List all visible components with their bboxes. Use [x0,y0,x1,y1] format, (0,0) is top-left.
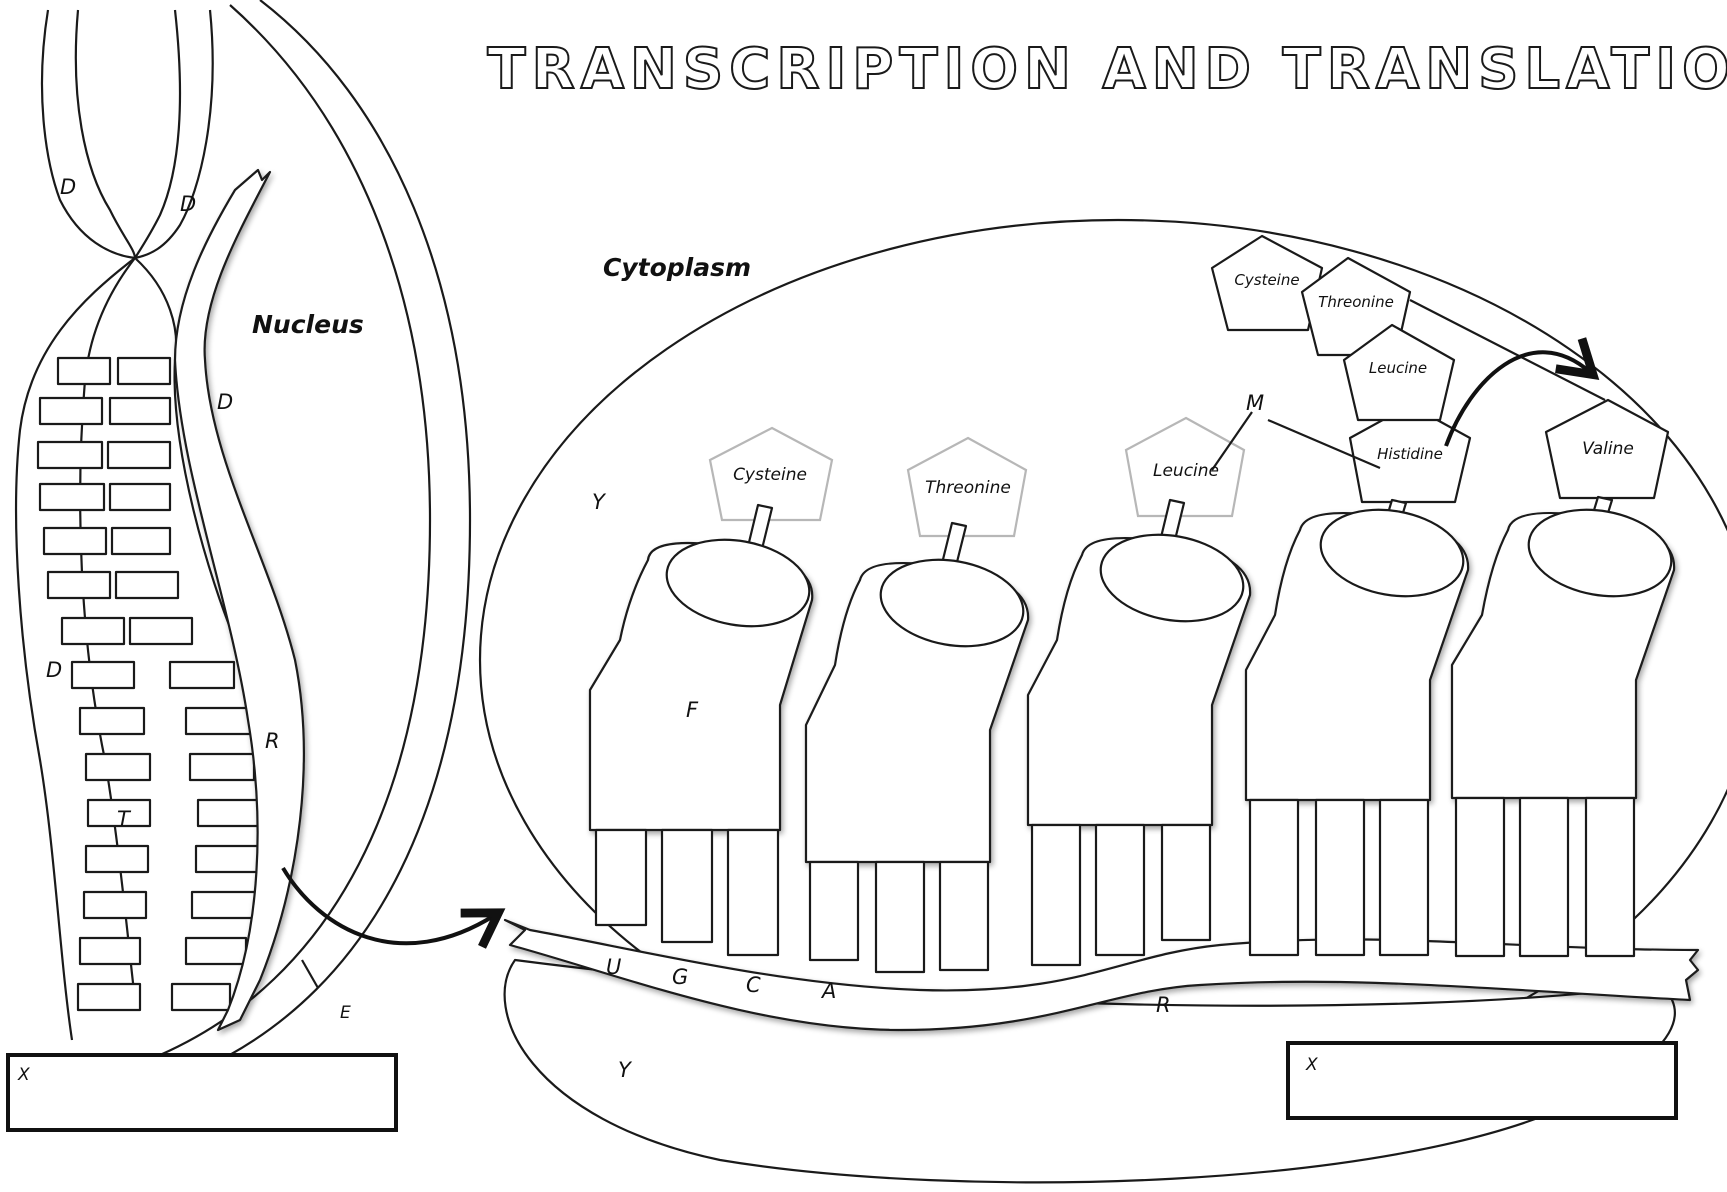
label-y-2: Y [618,1058,633,1082]
dna-base-pairs [38,358,264,1010]
dna-strand-left-2 [76,10,135,258]
label-d-1: D [60,175,76,199]
base-label-a: A [820,979,836,1003]
transport-arrow [283,868,495,943]
nucleus-region [16,0,495,1070]
dna-strand-right [135,10,180,258]
chain-amino-acid-3: Leucine [1369,359,1427,377]
base-label-u: U [606,955,621,979]
answer-box-left-label: X [17,1065,30,1085]
nucleus-label: Nucleus [252,310,364,339]
label-r-bottom: R [1156,993,1171,1017]
page-title: TRANSCRIPTION AND TRANSLATION [487,37,1727,102]
answer-box-right-label: X [1305,1055,1318,1075]
label-d-4: D [46,658,62,682]
label-f: F [686,698,699,722]
answer-box-right[interactable] [1288,1043,1676,1118]
base-label-c: C [746,973,761,997]
dna-strand-right-2 [135,10,213,258]
label-e: E [340,1003,351,1023]
chain-amino-acid-1: Cysteine [1234,271,1299,289]
label-t: T [117,807,132,831]
dna-strand-left [42,10,135,258]
cytoplasm-label: Cytoplasm [603,253,751,282]
label-d-3: D [217,390,233,414]
chain-amino-acid-2: Threonine [1318,293,1394,311]
trna-amino-acid-5: Valine [1582,439,1634,459]
trna-amino-acid-4: Histidine [1377,445,1443,463]
trna-4 [1246,405,1470,955]
base-label-g: G [672,965,688,989]
label-r-left: R [265,729,280,753]
label-m: M [1246,391,1264,415]
trna-2 [806,438,1030,972]
trna-5 [1452,400,1678,956]
trna-3 [1028,418,1250,965]
trna-amino-acid-2: Threonine [925,478,1011,498]
answer-box-left[interactable] [8,1055,396,1130]
label-y-1: Y [592,490,607,514]
trna-amino-acid-1: Cysteine [733,465,807,485]
trna-units [590,400,1678,972]
label-d-2: D [180,192,196,216]
label-e-leader [302,960,318,988]
trna-amino-acid-3: Leucine [1153,461,1219,481]
trna-1 [590,428,832,955]
